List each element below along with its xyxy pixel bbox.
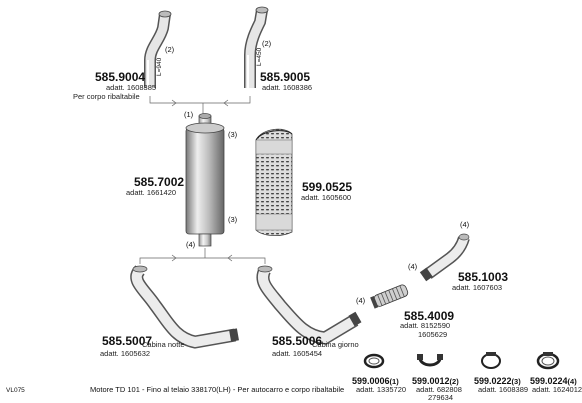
pn-599-0222: 599.0222 [474,376,512,386]
adatt1-599-0012: adatt. 682808 [416,385,462,394]
adatt1-585-4009: adatt. 8152590 [400,321,451,330]
clamp-599-0224-icon [536,352,560,370]
adatt-585-5007: adatt. 1605632 [100,349,151,358]
pn-599-0224: 599.0224 [530,376,568,386]
part-number-585-4009[interactable]: 585.4009 [404,309,455,323]
adatt2-599-0012: 279634 [428,393,454,402]
adatt-599-0525: adatt. 1605600 [301,193,352,202]
pn-599-0012: 599.0012 [412,376,450,386]
catalog-code: VL075 [6,387,25,394]
connector-lines-top [149,96,251,114]
adatt-585-9005: adatt. 1608386 [262,83,313,92]
clamp-599-0222-icon [481,352,501,369]
qty-585-9004: (2) [165,45,175,54]
adatt-585-7002: adatt. 1661420 [126,188,177,197]
part-number-599-0006[interactable]: 599.0006(1) [352,376,399,386]
qty-585-4009: (4) [408,262,418,271]
part-number-585-5006[interactable]: 585.5006 [272,334,323,348]
adatt-585-9004: adatt. 1608385 [106,83,157,92]
muffler-585-7002 [185,113,225,247]
length-585-9005: L=450 [256,47,263,66]
part-number-585-7002[interactable]: 585.7002 [134,175,185,189]
qty-top-585-7002: (1) [184,110,194,119]
qty-side1-585-7002: (3) [228,130,238,139]
qty-599-0006: (1) [389,377,399,386]
length-585-9004: L=940 [156,57,163,76]
pipe-585-5007 [130,265,239,349]
qty-585-1003: (4) [460,220,470,229]
qty-side2-585-7002: (3) [228,215,238,224]
adatt-599-0222: adatt. 1608389 [478,385,529,394]
pipe-585-5006 [256,265,362,345]
note-585-5007: Cabina notte [142,340,185,349]
note-585-9004: Per corpo ribaltabile [73,92,140,101]
adatt-599-0006: adatt. 1335720 [356,385,407,394]
qty-585-9005: (2) [262,39,272,48]
part-number-585-9004[interactable]: 585.9004 [95,70,146,84]
qty-599-0224: (4) [567,377,577,386]
part-number-585-1003[interactable]: 585.1003 [458,270,509,284]
qty-585-5006: (4) [356,296,366,305]
connector-lines-bottom [139,248,266,264]
part-number-599-0222[interactable]: 599.0222(3) [474,376,521,386]
part-number-599-0224[interactable]: 599.0224(4) [530,376,577,386]
qty-599-0222: (3) [511,377,521,386]
clamp-599-0012-icon [417,354,443,367]
heat-shield-599-0525 [255,128,293,236]
pipe-585-1003 [419,233,470,282]
adatt-599-0224: adatt. 1624012 [532,385,582,394]
flexible-pipe-585-4009 [370,284,409,309]
footer-caption: Motore TD 101 - Fino al telaio 338170(LH… [90,385,345,394]
qty-bottom-585-7002: (4) [186,240,196,249]
clamp-599-0006-icon [363,353,385,369]
part-number-599-0012[interactable]: 599.0012(2) [412,376,459,386]
part-number-585-5007[interactable]: 585.5007 [102,334,153,348]
adatt-585-5006: adatt. 1605454 [272,349,323,358]
adatt2-585-4009: 1605629 [418,330,448,339]
note-585-5006: Cabina giorno [312,340,359,349]
pn-599-0006: 599.0006 [352,376,390,386]
tailpipe-585-9004 [144,10,172,88]
tailpipe-585-9005 [244,6,269,88]
part-number-599-0525[interactable]: 599.0525 [302,180,353,194]
part-number-585-9005[interactable]: 585.9005 [260,70,311,84]
adatt-585-1003: adatt. 1607603 [452,283,503,292]
qty-599-0012: (2) [449,377,459,386]
